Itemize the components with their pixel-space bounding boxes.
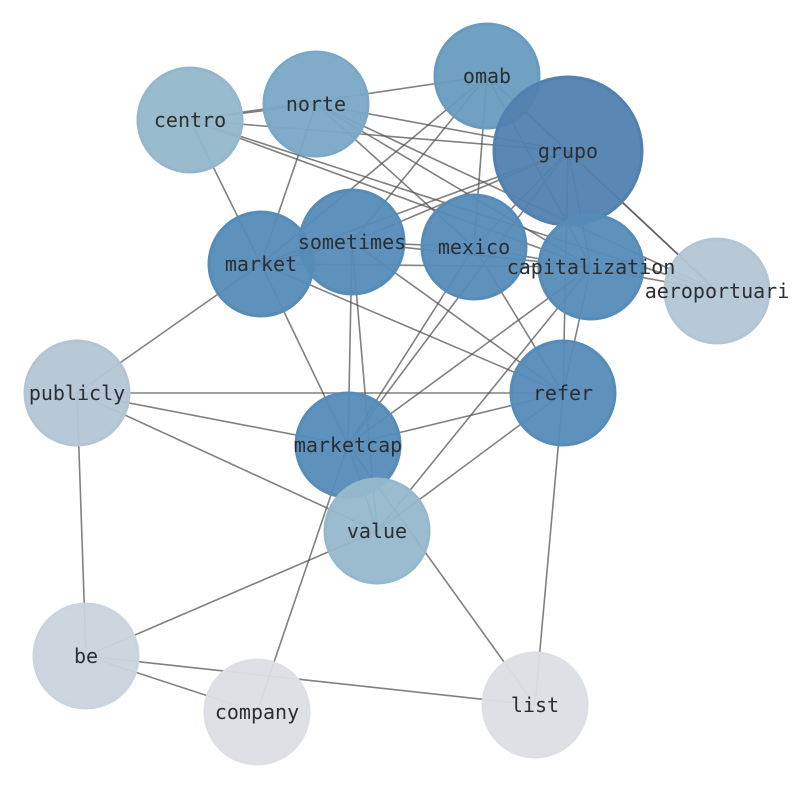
node-norte [262,50,370,158]
node-label-list: list [511,693,559,717]
node-market [207,210,315,318]
node-label-omab: omab [463,64,511,88]
node-aeroportuari [663,237,771,345]
node-label-mexico: mexico [438,235,510,259]
node-label-capitalization: capitalization [507,255,676,279]
nodes-layer: omab norte centro grupo sometimes mexico marke… [23,22,790,766]
node-centro [136,66,244,174]
node-label-be: be [74,644,98,668]
edge-market-refer [260,263,564,394]
node-label-centro: centro [154,108,226,132]
node-label-norte: norte [286,92,346,116]
node-be [32,602,140,710]
node-label-marketcap: marketcap [294,433,402,457]
edge-be-list [85,655,536,706]
node-label-aeroportuari: aeroportuari [645,279,790,303]
node-label-grupo: grupo [538,139,598,163]
edge-capitalization-value [376,266,592,532]
node-label-value: value [347,519,407,543]
node-label-publicly: publicly [29,381,125,405]
node-list [481,651,589,759]
node-label-market: market [225,252,297,276]
node-label-refer: refer [533,381,593,405]
node-label-sometimes: sometimes [298,230,406,254]
node-mexico [420,193,528,301]
node-label-company: company [215,700,299,724]
node-company [203,658,311,766]
node-capitalization [537,213,645,321]
node-publicly [23,339,131,447]
node-value [323,477,431,585]
node-refer [509,339,617,447]
